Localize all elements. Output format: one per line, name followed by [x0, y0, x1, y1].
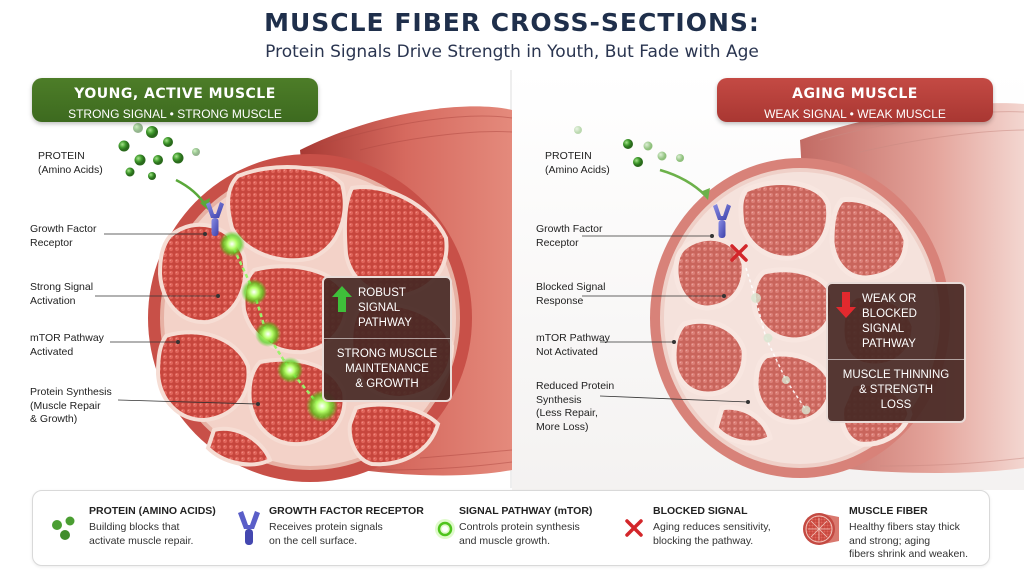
- legend-item-blocked: BLOCKED SIGNAL Aging reduces sensitivity…: [623, 491, 803, 567]
- aging-protein-particles: [574, 126, 684, 167]
- aging-label-reduced-line3: (Less Repair,: [536, 407, 598, 419]
- young-label-receptor: Growth Factor Receptor: [30, 223, 97, 250]
- aging-label-reduced: Reduced Protein Synthesis (Less Repair, …: [536, 380, 614, 434]
- page-title: MUSCLE FIBER CROSS-SECTIONS:: [264, 8, 760, 37]
- aging-label-mtor: mTOR Pathway Not Activated: [536, 332, 610, 359]
- legend-desc-receptor-line2: on the cell surface.: [269, 534, 358, 547]
- receptor-icon: [238, 511, 260, 545]
- young-label-synthesis-line3: & Growth): [30, 413, 78, 425]
- young-label-mtor-line1: mTOR Pathway: [30, 332, 104, 344]
- aging-label-protein: PROTEIN (Amino Acids): [545, 150, 610, 177]
- legend-desc-receptor-line1: Receives protein signals: [269, 521, 383, 533]
- aging-label-receptor-line1: Growth Factor: [536, 223, 603, 235]
- young-label-protein: PROTEIN (Amino Acids): [38, 150, 103, 177]
- young-callout-top-line1: ROBUST SIGNAL: [358, 287, 406, 314]
- aging-callout: WEAK OR BLOCKED SIGNAL PATHWAY MUSCLE TH…: [826, 282, 966, 423]
- aging-callout-bottom-line1: MUSCLE THINNING: [842, 369, 950, 381]
- young-signal-pathway: [219, 231, 338, 422]
- aging-leader-lines: [582, 235, 749, 403]
- young-protein-particles: [118, 123, 200, 180]
- aging-panel-banner: AGING MUSCLE WEAK SIGNAL • WEAK MUSCLE: [717, 78, 993, 122]
- aging-label-reduced-line1: Reduced Protein: [536, 380, 615, 392]
- arrow-down-icon: [836, 292, 856, 318]
- legend-item-receptor: GROWTH FACTOR RECEPTOR Receives protein …: [229, 491, 429, 567]
- aging-callout-bottom-line2: & STRENGTH: [858, 384, 934, 396]
- young-label-synthesis: Protein Synthesis (Muscle Repair & Growt…: [30, 386, 112, 427]
- signal-node-icon: [435, 519, 455, 539]
- aging-label-blocked: Blocked Signal Response: [536, 281, 605, 308]
- aging-label-blocked-line1: Blocked Signal: [536, 281, 606, 293]
- legend-desc-blocked: Aging reduces sensitivity, blocking the …: [653, 521, 771, 548]
- young-panel-banner: YOUNG, ACTIVE MUSCLE STRONG SIGNAL • STR…: [32, 78, 318, 122]
- young-label-synthesis-line2: (Muscle Repair: [30, 399, 101, 412]
- aging-callout-top-line2: SIGNAL PATHWAY: [862, 323, 916, 350]
- blocked-signal-x: [730, 244, 748, 262]
- young-label-signal-line2: Activation: [30, 294, 76, 307]
- young-label-mtor: mTOR Pathway Activated: [30, 332, 104, 359]
- legend-desc-signal: Controls protein synthesis and muscle gr…: [459, 521, 580, 548]
- legend-panel: PROTEIN (AMINO ACIDS) Building blocks th…: [32, 490, 990, 566]
- legend-desc-blocked-line2: blocking the pathway.: [653, 534, 754, 547]
- young-leader-lines: [95, 233, 259, 405]
- aging-label-mtor-line2: Not Activated: [536, 345, 598, 358]
- muscle-fiber-icon: [803, 513, 839, 545]
- young-label-protein-line2: (Amino Acids): [38, 163, 103, 176]
- young-callout-bottom-line1: STRONG MUSCLE: [336, 348, 438, 360]
- aging-label-blocked-line2: Response: [536, 294, 584, 307]
- young-callout-bottom-line2: MAINTENANCE: [345, 363, 429, 375]
- young-label-synthesis-line1: Protein Synthesis: [30, 386, 112, 398]
- legend-desc-muscle-fiber: Healthy fibers stay thick and strong; ag…: [849, 521, 968, 562]
- young-label-signal-line1: Strong Signal: [30, 281, 94, 293]
- legend-desc-muscle-fiber-line1: Healthy fibers stay thick: [849, 521, 960, 533]
- young-callout-top-line2: PATHWAY: [358, 317, 412, 329]
- legend-title-receptor: GROWTH FACTOR RECEPTOR: [269, 505, 424, 517]
- legend-item-protein: PROTEIN (AMINO ACIDS) Building blocks th…: [45, 491, 225, 567]
- aging-label-receptor-line2: Receptor: [536, 236, 579, 249]
- aging-callout-bottom-line3: LOSS: [880, 399, 912, 411]
- young-banner-title: YOUNG, ACTIVE MUSCLE: [74, 86, 276, 102]
- young-label-protein-line1: PROTEIN: [38, 150, 85, 162]
- aging-receptor: [713, 204, 731, 238]
- aging-label-reduced-line2: Synthesis: [536, 393, 582, 406]
- aging-label-protein-line1: PROTEIN: [545, 150, 592, 162]
- aging-label-protein-line2: (Amino Acids): [545, 163, 610, 176]
- legend-title-signal: SIGNAL PATHWAY (mTOR): [459, 505, 593, 517]
- young-label-mtor-line2: Activated: [30, 345, 74, 358]
- legend-desc-receptor: Receives protein signals on the cell sur…: [269, 521, 383, 548]
- legend-desc-signal-line1: Controls protein synthesis: [459, 521, 580, 533]
- legend-desc-muscle-fiber-line2: and strong; aging: [849, 534, 931, 547]
- young-label-receptor-line2: Receptor: [30, 236, 73, 249]
- aging-label-reduced-line4: More Loss): [536, 420, 589, 433]
- blocked-x-icon: [625, 519, 643, 537]
- young-callout-bottom-line3: & GROWTH: [355, 378, 419, 390]
- protein-dots-icon: [52, 516, 75, 540]
- legend-desc-protein: Building blocks that activate muscle rep…: [89, 521, 193, 548]
- legend-item-signal: SIGNAL PATHWAY (mTOR) Controls protein s…: [431, 491, 611, 567]
- legend-desc-protein-line1: Building blocks that: [89, 521, 180, 533]
- legend-title-muscle-fiber: MUSCLE FIBER: [849, 505, 928, 517]
- legend-desc-protein-line2: activate muscle repair.: [89, 534, 194, 547]
- young-label-receptor-line1: Growth Factor: [30, 223, 97, 235]
- legend-desc-muscle-fiber-line3: fibers shrink and weaken.: [849, 548, 969, 560]
- legend-desc-blocked-line1: Aging reduces sensitivity,: [653, 521, 771, 533]
- legend-title-blocked: BLOCKED SIGNAL: [653, 505, 748, 517]
- aging-callout-top-line1: WEAK OR BLOCKED: [862, 293, 917, 320]
- legend-title-protein: PROTEIN (AMINO ACIDS): [89, 505, 216, 517]
- page-subtitle: Protein Signals Drive Strength in Youth,…: [265, 42, 759, 62]
- legend-item-muscle-fiber: MUSCLE FIBER Healthy fibers stay thick a…: [799, 491, 989, 567]
- legend-desc-signal-line2: and muscle growth.: [459, 534, 551, 547]
- aging-banner-title: AGING MUSCLE: [792, 86, 918, 102]
- young-banner-subtitle: STRONG SIGNAL • STRONG MUSCLE: [68, 107, 282, 121]
- arrow-up-icon: [332, 286, 352, 312]
- aging-label-receptor: Growth Factor Receptor: [536, 223, 603, 250]
- young-label-signal: Strong Signal Activation: [30, 281, 93, 308]
- aging-label-mtor-line1: mTOR Pathway: [536, 332, 610, 344]
- aging-banner-subtitle: WEAK SIGNAL • WEAK MUSCLE: [764, 107, 946, 121]
- young-receptor: [206, 202, 224, 236]
- young-callout: ROBUST SIGNAL PATHWAY STRONG MUSCLE MAIN…: [322, 276, 452, 402]
